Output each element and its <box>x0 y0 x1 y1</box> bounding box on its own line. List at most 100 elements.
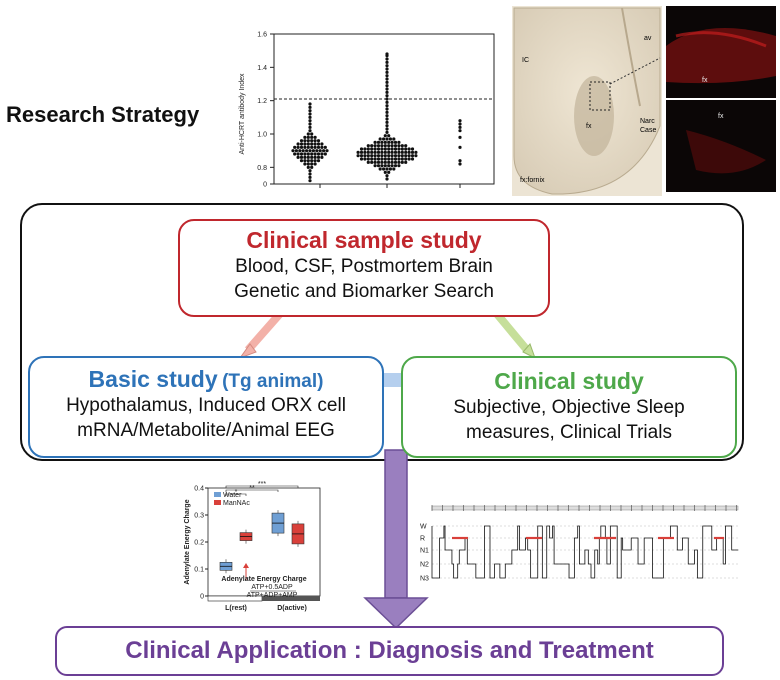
scatter-point <box>387 134 391 138</box>
scatter-point <box>378 167 382 171</box>
scatter-point <box>387 144 391 148</box>
scatter-point <box>306 159 310 163</box>
scatter-point <box>313 139 317 143</box>
scatter-point <box>380 160 384 164</box>
scatter-point <box>316 142 321 146</box>
scatter-point <box>387 164 391 168</box>
scatter-point <box>316 145 321 149</box>
scatter-point <box>383 154 387 158</box>
scatter-point <box>393 150 398 154</box>
histology-label-ic: IC <box>522 57 529 64</box>
scatter-point <box>308 112 312 116</box>
scatter-point <box>306 145 310 149</box>
arrow-to-application <box>363 449 429 630</box>
scatter-point <box>385 120 389 124</box>
scatter-point <box>458 135 462 139</box>
scatter-point <box>410 157 415 161</box>
scatter-point <box>397 157 401 161</box>
scatter-point <box>299 152 304 156</box>
scatter-point <box>390 157 394 161</box>
inset-pointer <box>609 57 661 85</box>
clinical-study-line2: measures, Clinical Trials <box>466 422 672 443</box>
scatter-point <box>299 159 304 163</box>
basic-study-line2: mRNA/Metabolite/Animal EEG <box>77 420 335 441</box>
scatter-point <box>390 140 394 144</box>
scatter-point <box>393 144 398 148</box>
scatter-point <box>320 142 324 146</box>
clinical-sample-title: Clinical sample study <box>246 227 482 253</box>
clinical-study-box: Clinical study Subjective, Objective Sle… <box>401 356 737 458</box>
scatter-point <box>310 165 314 169</box>
scatter-point <box>310 145 314 149</box>
scatter-point <box>308 122 312 126</box>
scatter-point <box>385 74 389 78</box>
scatter-point <box>404 147 408 151</box>
scatter-point <box>383 160 387 164</box>
scatter-point <box>376 160 381 164</box>
scatter-point <box>316 155 321 159</box>
scatter-point <box>373 147 377 151</box>
scatter-point <box>410 154 415 158</box>
scatter-y-tick-label: 1.4 <box>257 65 267 72</box>
scatter-point <box>393 154 398 158</box>
scatter-point <box>404 154 408 158</box>
ec-formula-denominator: ATP+ADP+AMP <box>247 592 298 599</box>
scatter-point <box>303 152 307 156</box>
scatter-point <box>313 142 317 146</box>
scatter-point <box>313 152 317 156</box>
scatter-point <box>397 140 401 144</box>
scatter-point <box>316 139 321 143</box>
scatter-point <box>383 134 387 138</box>
hyp-time-bar <box>431 505 739 511</box>
ec-y-tick-label: 0.4 <box>194 486 204 493</box>
scatter-point <box>306 155 310 159</box>
scatter-point <box>380 164 384 168</box>
scatter-point <box>404 144 408 148</box>
scatter-point <box>310 162 314 166</box>
scatter-point <box>373 160 377 164</box>
scatter-point <box>390 160 394 164</box>
scatter-point <box>390 164 394 168</box>
fluor-label-top: fx <box>702 77 708 84</box>
scatter-point <box>392 167 396 171</box>
scatter-point <box>382 137 386 141</box>
antibody-scatter-chart: 00.81.01.21.41.6 Anti-HCRT antibody Inde… <box>239 32 495 189</box>
scatter-point <box>310 142 314 146</box>
scatter-point <box>388 137 392 141</box>
scatter-point <box>390 147 394 151</box>
scatter-point <box>370 147 374 151</box>
scatter-point <box>385 87 389 91</box>
scatter-point <box>385 127 389 131</box>
scatter-point <box>388 167 392 171</box>
scatter-point <box>291 149 295 153</box>
ec-sig-bracket <box>225 489 279 492</box>
scatter-point <box>397 150 401 154</box>
scatter-point <box>299 139 304 143</box>
scatter-point <box>387 150 391 154</box>
hyp-stage-label: N1 <box>420 548 429 555</box>
scatter-point <box>400 160 404 164</box>
scatter-point <box>308 179 312 183</box>
scatter-point <box>363 157 367 161</box>
scatter-point <box>400 157 404 161</box>
scatter-point <box>308 119 312 123</box>
scatter-point <box>373 154 377 158</box>
scatter-point <box>397 154 401 158</box>
hyp-stage-label: N2 <box>420 562 429 569</box>
section-title: Research Strategy <box>6 102 200 127</box>
scatter-point <box>390 144 394 148</box>
scatter-point <box>310 155 314 159</box>
scatter-point <box>400 150 404 154</box>
scatter-point <box>310 152 314 156</box>
scatter-point <box>308 115 312 119</box>
scatter-point <box>370 160 374 164</box>
scatter-point <box>393 160 398 164</box>
scatter-point <box>303 142 307 146</box>
histology-image: IC av fx Narc Case fx:fornix <box>512 6 662 196</box>
scatter-point <box>383 144 387 148</box>
ec-x-label: D(active) <box>277 605 307 612</box>
basic-study-line1: Hypothalamus, Induced ORX cell <box>66 395 346 416</box>
scatter-point <box>414 150 418 154</box>
scatter-point <box>407 154 411 158</box>
scatter-y-tick-label: 1.6 <box>257 32 267 39</box>
